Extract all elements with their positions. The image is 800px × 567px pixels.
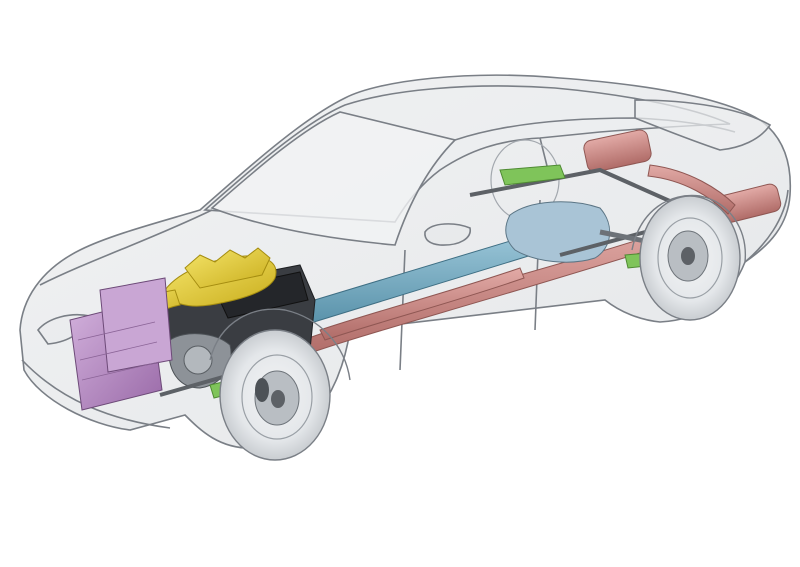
front-wheel-arch	[209, 308, 351, 381]
exhaust-rear-pipe	[647, 164, 736, 215]
transaxle	[505, 201, 611, 263]
radiator-fan-shroud	[99, 277, 173, 373]
hood-line	[39, 209, 213, 286]
windshield	[210, 111, 457, 246]
rear-window	[634, 99, 772, 151]
muffler	[583, 129, 652, 173]
intake-runners	[184, 247, 271, 289]
rear-control-arm	[499, 164, 566, 186]
exhaust-system	[289, 129, 782, 359]
rear-wheel-arch	[631, 194, 746, 263]
exhaust-pipe-left	[319, 267, 525, 341]
alternator	[183, 345, 213, 375]
wheel-arches	[209, 194, 746, 381]
rear-hub	[681, 247, 695, 265]
front-near-wheel	[219, 329, 331, 461]
rear-rim	[657, 217, 723, 299]
side-mirror	[424, 223, 471, 246]
rear-trunk-line	[744, 189, 789, 263]
rear-near-wheel	[639, 195, 741, 321]
radiator	[69, 277, 173, 411]
front-caliper	[255, 378, 269, 402]
front-rim	[241, 354, 313, 440]
radiator-grid	[77, 321, 160, 381]
front-hub	[271, 390, 285, 408]
